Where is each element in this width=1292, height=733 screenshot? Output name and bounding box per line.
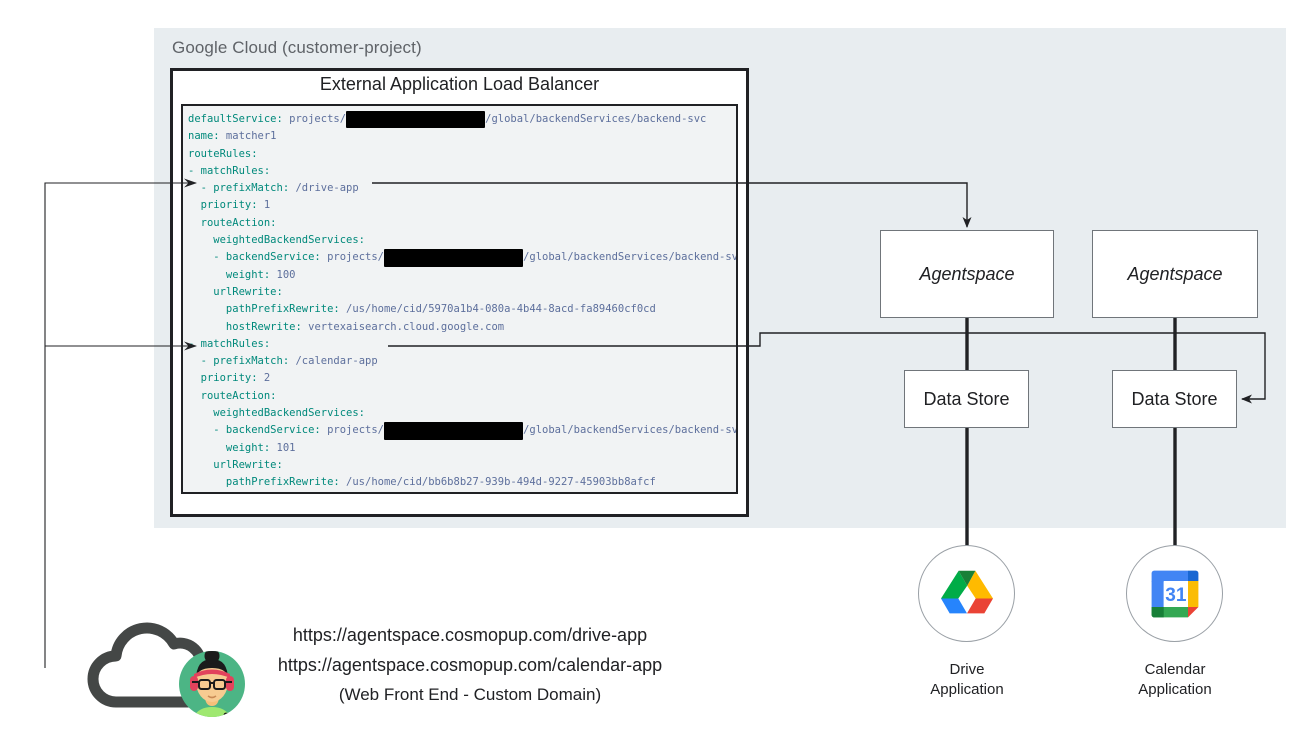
agentspace-box-left[interactable]: Agentspace: [880, 230, 1054, 318]
load-balancer-title: External Application Load Balancer: [319, 74, 600, 94]
google-drive-icon: [941, 570, 993, 614]
yaml-line: - prefixMatch: /drive-app: [188, 182, 359, 195]
drive-application-circle[interactable]: [918, 545, 1015, 642]
yaml-line: - prefixMatch: /calendar-app: [188, 355, 378, 368]
yaml-line: - matchRules:: [188, 164, 271, 177]
yaml-line: weightedBackendServices:: [188, 407, 366, 420]
yaml-line: routeRules:: [188, 147, 258, 160]
frontend-urls: https://agentspace.cosmopup.com/drive-ap…: [200, 620, 740, 710]
yaml-line: weightedBackendServices:: [188, 234, 366, 247]
redacted-project-id: [346, 111, 486, 129]
avatar: [179, 651, 245, 717]
yaml-line: priority: 2: [188, 372, 271, 385]
yaml-line: - backendService: projects/ /global/back…: [188, 249, 736, 267]
frontend-note: (Web Front End - Custom Domain): [338, 685, 602, 704]
yaml-line: routeAction:: [188, 389, 277, 402]
drive-caption-line1: Drive: [949, 661, 985, 678]
calendar-application-caption: Calendar Application: [1095, 660, 1255, 700]
url-map-yaml-panel: defaultService: projects/ /global/backen…: [181, 104, 738, 494]
yaml-line: urlRewrite:: [188, 458, 283, 471]
url-calendar-app: https://agentspace.cosmopup.com/calendar…: [277, 655, 663, 675]
redacted-project-id: [383, 422, 524, 440]
data-store-box-right[interactable]: Data Store: [1112, 370, 1237, 428]
google-cloud-label: Google Cloud (customer-project): [172, 38, 422, 57]
google-calendar-icon: 31: [1151, 570, 1199, 618]
yaml-line: priority: 1: [188, 199, 271, 212]
yaml-line: defaultService: projects/ /global/backen…: [188, 111, 736, 129]
yaml-line: routeAction:: [188, 216, 277, 229]
drive-application-caption: Drive Application: [887, 660, 1047, 700]
yaml-line: pathPrefixRewrite: /us/home/cid/5970a1b4…: [188, 303, 656, 316]
yaml-line: hostRewrite: vertexaisearch.cloud.google…: [188, 320, 505, 333]
redacted-project-id: [383, 249, 524, 267]
data-store-box-left[interactable]: Data Store: [904, 370, 1029, 428]
calendar-caption-line2: Application: [1138, 681, 1212, 698]
yaml-line: hostRewrite: vertexaisearch.cloud.google…: [188, 492, 736, 493]
yaml-line: weight: 101: [188, 441, 296, 454]
calendar-day-number: 31: [1165, 585, 1187, 606]
yaml-line: - backendService: projects/ /global/back…: [188, 422, 736, 440]
cloud-user-icon: [78, 618, 268, 718]
yaml-code: defaultService: projects/ /global/backen…: [188, 111, 736, 493]
yaml-line: name: matcher1: [188, 130, 277, 143]
yaml-line: pathPrefixRewrite: /us/home/cid/bb6b8b27…: [188, 476, 656, 489]
yaml-line: weight: 100: [188, 268, 296, 281]
yaml-line: urlRewrite:: [188, 285, 283, 298]
calendar-caption-line1: Calendar: [1144, 661, 1206, 678]
agentspace-box-right[interactable]: Agentspace: [1092, 230, 1258, 318]
url-drive-app: https://agentspace.cosmopup.com/drive-ap…: [292, 625, 648, 645]
drive-caption-line2: Application: [930, 681, 1004, 698]
yaml-line: - matchRules:: [188, 337, 271, 350]
